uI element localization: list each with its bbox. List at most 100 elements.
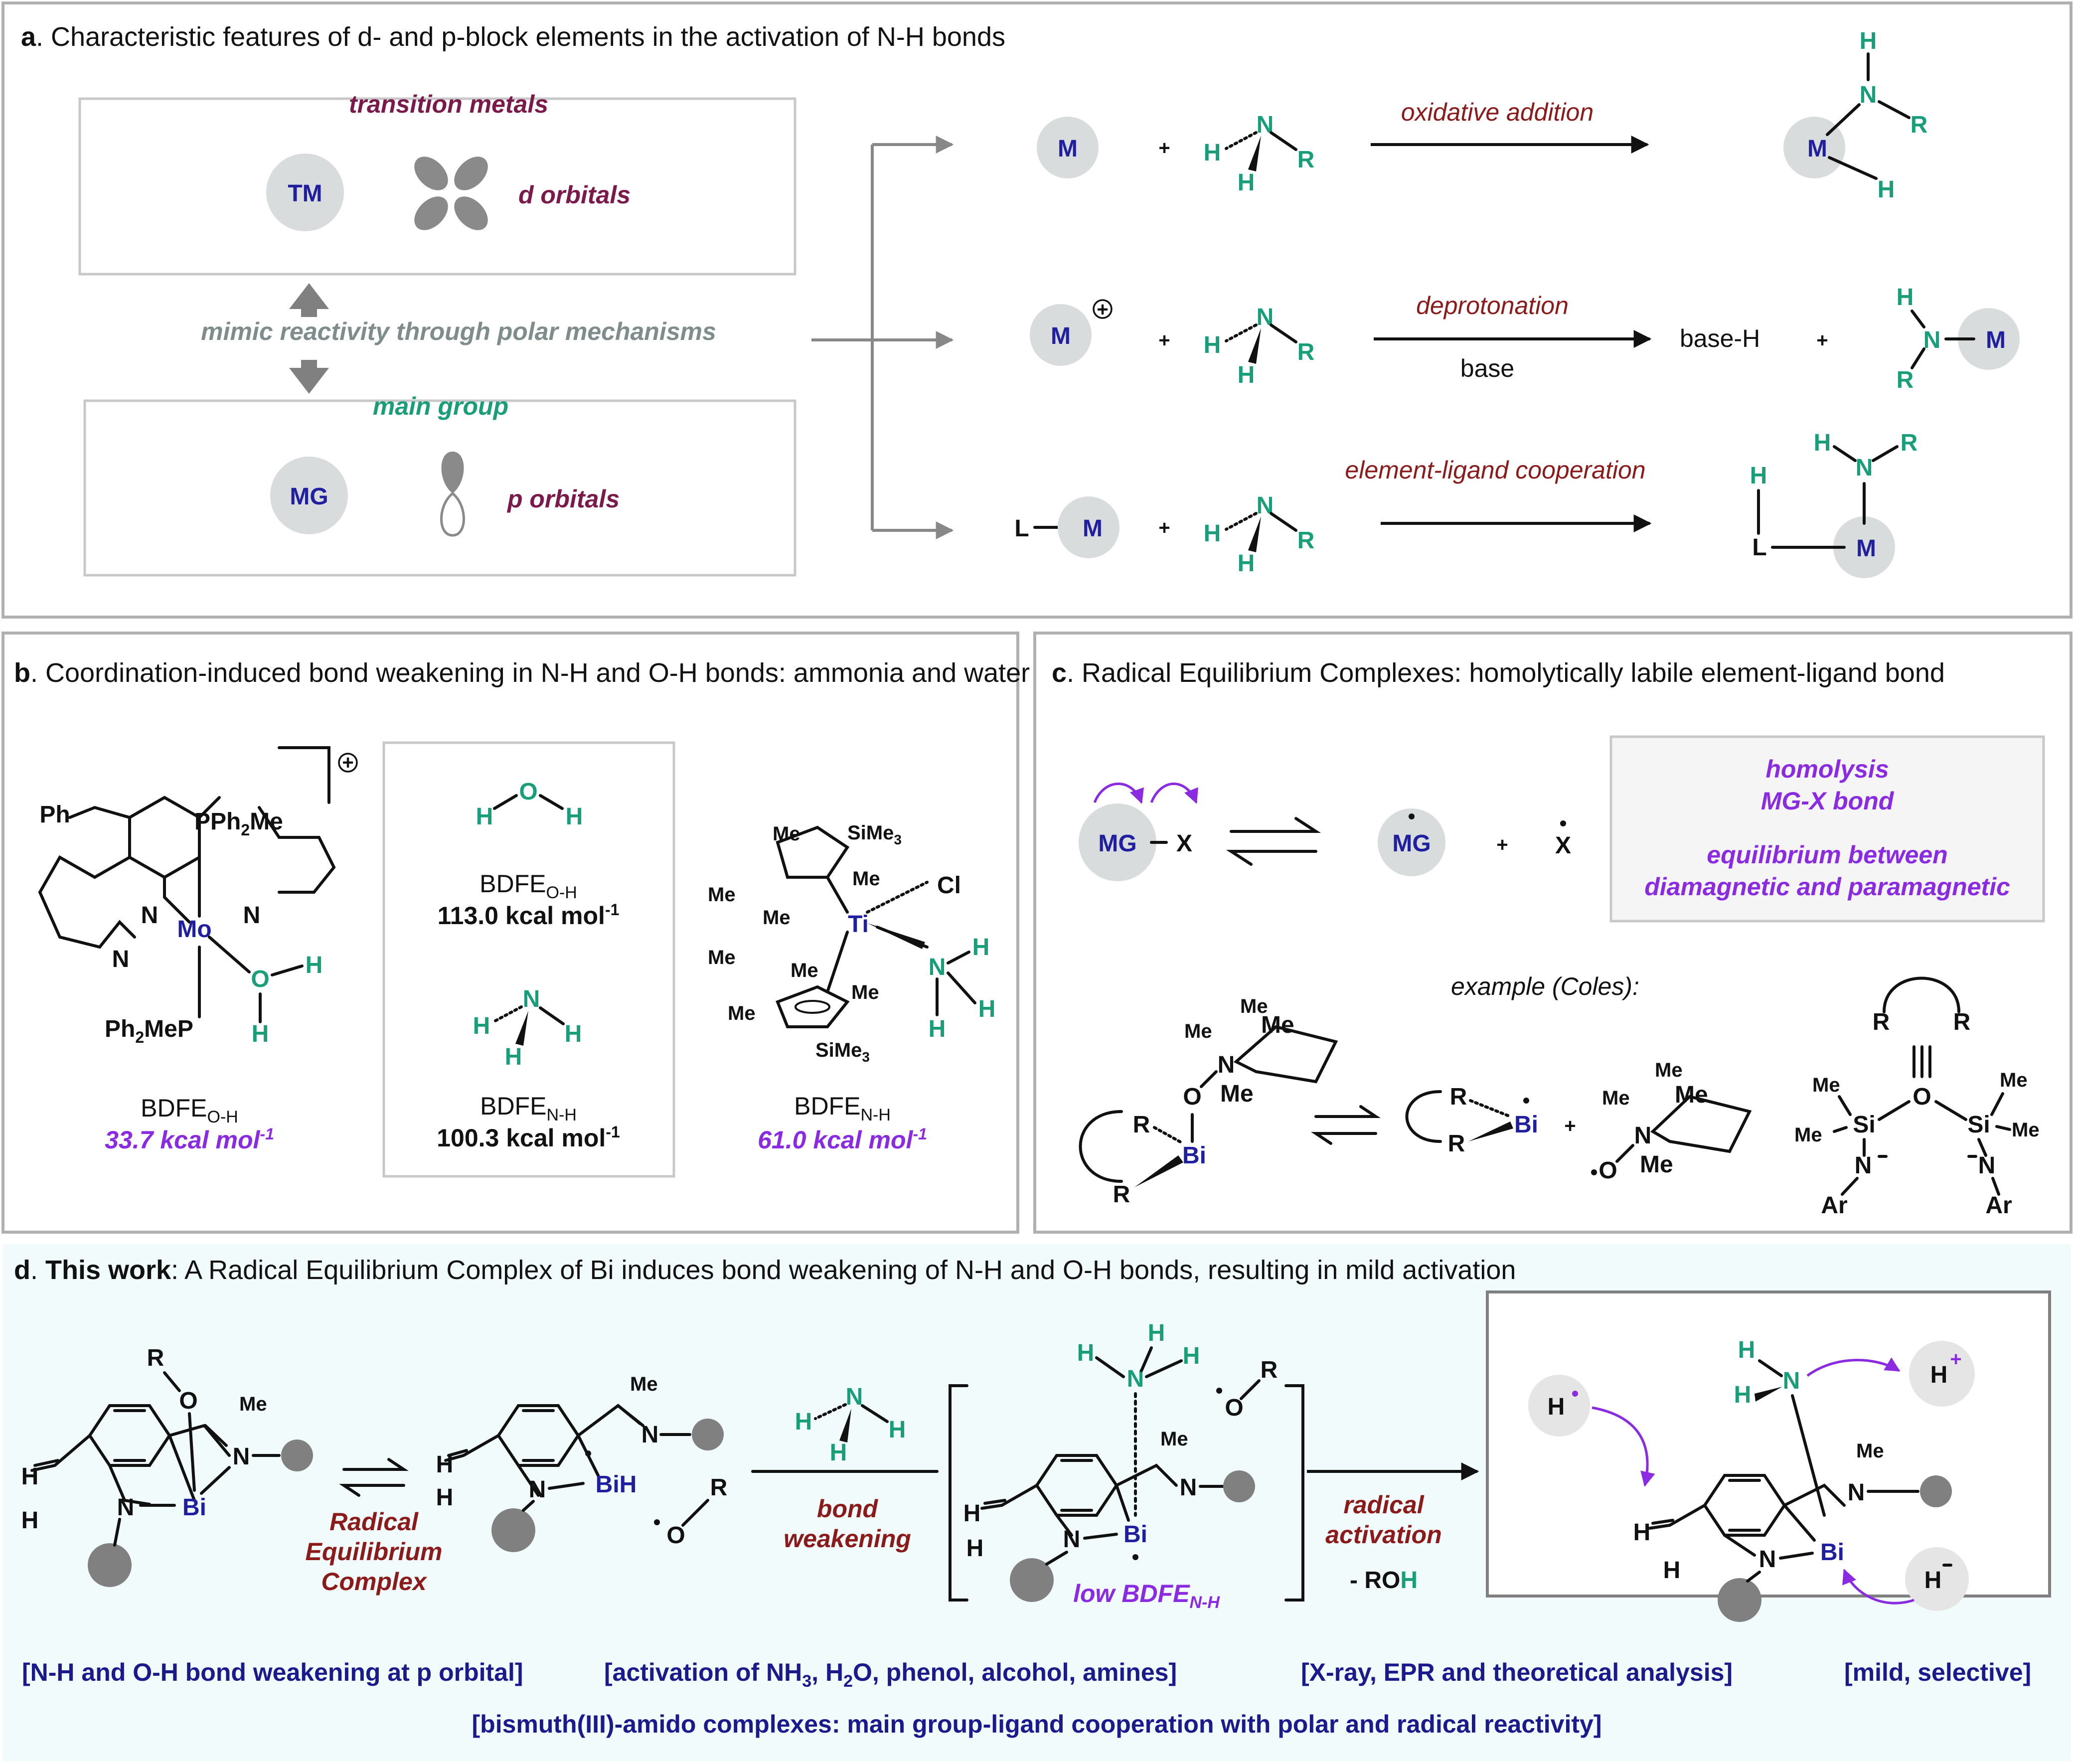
r-atom: R xyxy=(1873,1009,1890,1035)
panel-b-heading: b. Coordination-induced bond weakening i… xyxy=(14,658,1030,688)
mg-label: MG xyxy=(1392,830,1431,857)
center-box xyxy=(382,741,675,1178)
n-atom: N xyxy=(846,1384,863,1410)
panel-d-heading: d. This work: A Radical Equilibrium Comp… xyxy=(14,1255,1516,1285)
h-atom: H xyxy=(1734,1382,1752,1408)
panel-a-heading: a. Characteristic features of d- and p-b… xyxy=(21,22,1005,52)
row3-reaction: L M + N H R H element-ligand cooperation… xyxy=(1014,430,1917,578)
mimic-double-arrow xyxy=(289,283,329,394)
metal-label: M xyxy=(1083,515,1103,542)
ar-label: Ar xyxy=(1985,1192,2012,1219)
cation-charge-icon xyxy=(338,753,358,773)
h-atom: H xyxy=(1633,1519,1651,1546)
me-label: Me xyxy=(852,868,880,890)
tempo-radical-structure: O N Me Me Me Me xyxy=(1591,1059,1752,1184)
product-box xyxy=(1486,1290,2051,1598)
bi-amido-product: H N H H H + H H N Bi N xyxy=(1528,1337,1975,1622)
metal-label: M xyxy=(1051,323,1071,349)
h-atom: H xyxy=(972,934,990,961)
n-atom: N xyxy=(1923,327,1941,353)
metal-label: M xyxy=(1058,136,1078,162)
h-atom: H xyxy=(436,1451,454,1478)
ammonia-bdfe-value: 100.3 kcal mol-1 xyxy=(437,1123,620,1152)
plus: + xyxy=(1816,329,1828,351)
metal-circle xyxy=(1030,304,1092,366)
bi-atom: Bi xyxy=(182,1494,206,1521)
me-label: Me xyxy=(773,823,800,845)
rec-line2: Equilibrium xyxy=(306,1538,443,1566)
rad-line2: activation xyxy=(1325,1521,1441,1549)
left-bracket xyxy=(949,1384,968,1602)
h-atom: H xyxy=(505,1044,522,1070)
metal-circle xyxy=(1058,496,1119,558)
hydride-label: H xyxy=(1924,1567,1942,1594)
arrow-label: oxidative addition xyxy=(1401,98,1594,126)
tm-label: transition metals xyxy=(349,90,548,118)
h-atom: H xyxy=(978,996,996,1022)
si-atom: Si xyxy=(1853,1112,1875,1138)
me-label: Me xyxy=(2000,1069,2028,1091)
below-label: base xyxy=(1460,354,1514,382)
mg-box xyxy=(83,399,797,577)
metal-circle xyxy=(1037,117,1099,178)
r-atom: R xyxy=(1297,339,1315,365)
mg-circle xyxy=(270,457,348,534)
panel-b: b. Coordination-induced bond weakening i… xyxy=(1,632,1030,1234)
mg-radical: MG xyxy=(1378,808,1445,876)
n-atom: N xyxy=(117,1494,135,1521)
n-atom: N xyxy=(529,1476,546,1503)
h-atom: H xyxy=(21,1463,39,1490)
h-atom: H xyxy=(966,1535,984,1562)
cation-charge-icon xyxy=(1093,299,1113,319)
me-label: Me xyxy=(1220,1081,1254,1107)
charge-label: + xyxy=(1097,299,1108,321)
minus-roh-label: - ROH xyxy=(1350,1567,1418,1594)
mo-atom: Mo xyxy=(177,916,211,943)
p-orbitals-label: p orbitals xyxy=(506,485,620,513)
box-line1: homolysis xyxy=(1765,755,1889,783)
me-label: Me xyxy=(791,960,818,981)
bi-alkoxide-complex: H H N Bi N Me O R xyxy=(21,1345,313,1587)
plus: + xyxy=(1158,329,1170,351)
h-atom: H xyxy=(1204,140,1221,166)
charge-label: + xyxy=(342,752,353,774)
ammonia-amine: N H R H xyxy=(1204,304,1315,388)
h-atom: H xyxy=(795,1409,812,1435)
r-atom: R xyxy=(1450,1084,1467,1110)
ph2mep-label: Ph2MeP xyxy=(105,1016,193,1046)
ammonia-amine: N H R H xyxy=(1204,492,1315,577)
me-label: Me xyxy=(1261,1012,1294,1038)
ti-atom: Ti xyxy=(848,911,869,938)
bi-atom: Bi xyxy=(1123,1521,1147,1548)
box-line2: MG-X bond xyxy=(1761,787,1895,815)
n-atom: N xyxy=(1180,1474,1197,1501)
bi-atom: Bi xyxy=(1514,1112,1538,1138)
h-atom: H xyxy=(1750,463,1767,489)
x-label: X xyxy=(1176,830,1192,857)
n-atom: N xyxy=(1855,1152,1872,1179)
tm-circle-label: TM xyxy=(288,180,322,207)
right-bracket xyxy=(1284,1384,1304,1602)
n-atom: N xyxy=(1978,1152,1996,1179)
ammonia-reagent: N H H H xyxy=(795,1384,906,1466)
mo-bdfe-label: BDFEO-H xyxy=(141,1094,238,1126)
product-metal-amide: M N H R xyxy=(1897,284,2020,393)
me-label: Me xyxy=(1794,1124,1822,1146)
h-atom: H xyxy=(1204,520,1221,547)
bottom-summary: [bismuth(III)-amido complexes: main grou… xyxy=(472,1710,1602,1738)
low-bdfe-label: low BDFEN-H xyxy=(1073,1580,1220,1612)
me-label: Me xyxy=(1240,995,1268,1017)
bond-line2: weakening xyxy=(784,1525,911,1553)
h-atom: H xyxy=(1238,362,1255,388)
h-atom: H xyxy=(1738,1337,1755,1363)
o-atom: O xyxy=(1598,1157,1617,1184)
equilibrium-arrows xyxy=(1226,817,1321,866)
arrow-label: deprotonation xyxy=(1416,292,1569,320)
plus: + xyxy=(1496,834,1508,856)
ti-complex-structure: Me Me Me Me SiMe3 Me Me Me Me SiMe3 Ti C… xyxy=(708,822,995,1065)
n-atom: N xyxy=(1860,82,1877,108)
h-atom: H xyxy=(1860,28,1877,54)
note-3: [X-ray, EPR and theoretical analysis] xyxy=(1301,1658,1733,1686)
ph-label: Ph xyxy=(39,802,70,828)
